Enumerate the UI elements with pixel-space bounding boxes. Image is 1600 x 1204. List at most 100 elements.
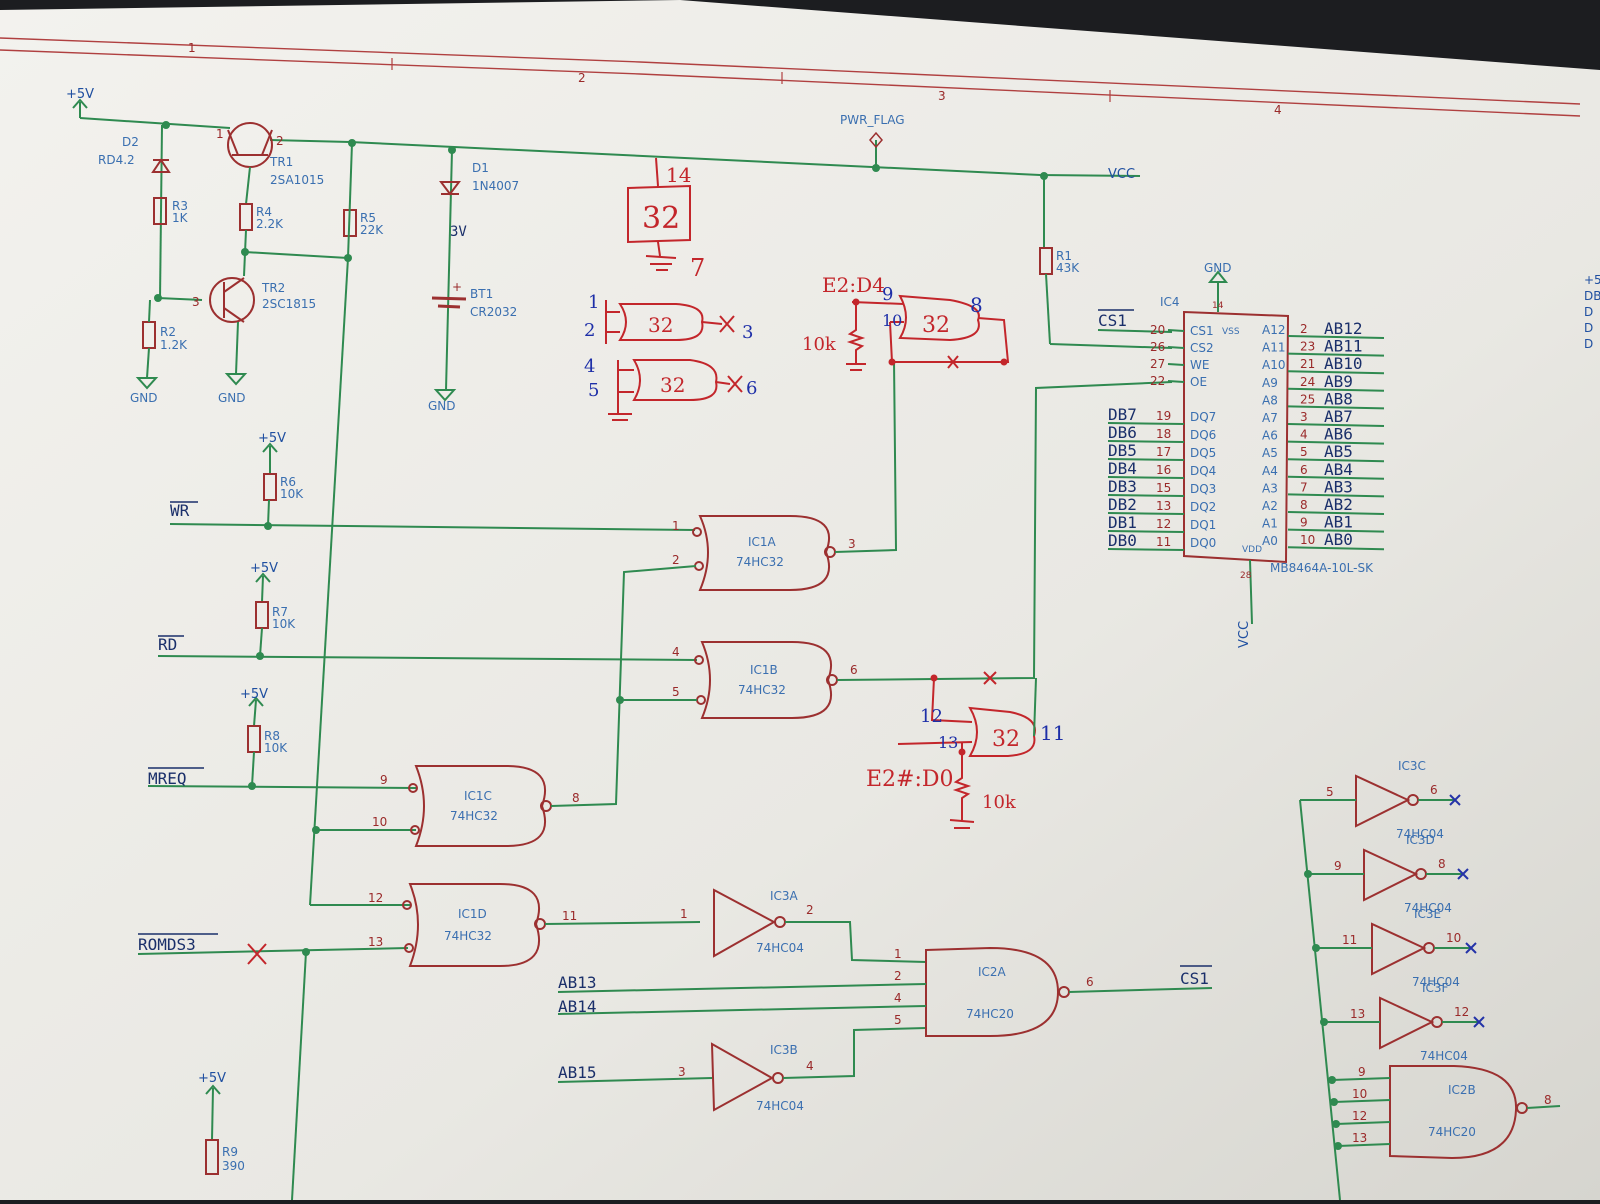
ic4-addr-net: AB7 <box>1324 407 1353 426</box>
ic4-addr-pin-num: 8 <box>1300 498 1308 512</box>
hw-pkg-pin7: 7 <box>690 254 705 282</box>
ic2a-pin1: 1 <box>894 947 902 961</box>
d2-ref: D2 <box>122 135 139 149</box>
ic2a-ref: IC2A <box>978 965 1007 979</box>
ic3b-ref: IC3B <box>770 1043 798 1057</box>
ic4-addr-wire <box>1287 440 1385 445</box>
ic4-addr-net: AB1 <box>1324 513 1353 532</box>
r5-value: 22K <box>360 223 384 237</box>
ic4-data-wire <box>1107 476 1185 479</box>
ic4-addr-pin-num: 7 <box>1300 480 1308 494</box>
r3-ref: R3 <box>172 199 188 213</box>
ic4-data-wire <box>1107 440 1185 443</box>
ic1c-pin8: 8 <box>572 791 580 805</box>
ic4-addr-pin-name: A1 <box>1262 517 1278 531</box>
ic4-ctrl-pin-num: 27 <box>1150 357 1165 371</box>
rd-label: RD <box>158 635 177 654</box>
r1-value: 43K <box>1056 261 1080 275</box>
ic4-data-pin-num: 15 <box>1156 481 1171 495</box>
ic3c-nc-mark <box>1449 794 1461 806</box>
r2-value: 1.2K <box>160 338 188 352</box>
ic4-addr-pin-num: 4 <box>1300 428 1308 442</box>
ic1d-ref: IC1D <box>458 907 487 921</box>
ic1a-type: 74HC32 <box>736 555 784 569</box>
ic4-pin-vss-num: 14 <box>1212 301 1224 311</box>
cs1-in-label: CS1 <box>1098 311 1127 330</box>
ic4-addr-net: AB10 <box>1324 354 1363 373</box>
d1-value: 1N4007 <box>472 179 519 193</box>
ic4-data-pin-num: 11 <box>1156 535 1171 549</box>
ic4-addr-net: AB5 <box>1324 442 1353 461</box>
hw-pin1-a: 1 <box>588 292 599 313</box>
frame-col-1: 1 <box>188 41 196 55</box>
ic4-addr-pin-name: A7 <box>1262 411 1278 425</box>
ic4-data-pin-num: 19 <box>1156 409 1171 423</box>
ic2b-pin13: 13 <box>1352 1131 1367 1145</box>
ic1a-ref: IC1A <box>748 535 777 549</box>
ic3a-type: 74HC04 <box>756 941 804 955</box>
ic4-addr-pin-name: A6 <box>1262 429 1278 443</box>
ic3d-nc-mark <box>1457 868 1469 880</box>
ic4-data-wire <box>1107 458 1185 461</box>
ic3e-pin-out: 10 <box>1446 931 1461 945</box>
ic4-data-net: DB3 <box>1108 477 1137 496</box>
ic4-addr-pin-num: 24 <box>1300 375 1315 389</box>
ic3e-type: 74HC04 <box>1412 975 1460 989</box>
wr-label: WR <box>170 501 190 520</box>
hw-gate-bottom-label: 32 <box>660 373 685 397</box>
bt1-value: CR2032 <box>470 305 517 319</box>
ic4-data-net: DB5 <box>1108 441 1137 460</box>
ic1d-pin13: 13 <box>368 935 383 949</box>
ic3a-pin2: 2 <box>806 903 814 917</box>
ic2a-pin6: 6 <box>1086 975 1094 989</box>
ic4-addr-pin-name: A8 <box>1262 393 1278 407</box>
or-gate-ic1b: IC1B 74HC32 4 5 6 <box>672 641 858 719</box>
ic3d-pin-in: 9 <box>1334 859 1342 873</box>
ic4-data-net: DB6 <box>1108 423 1137 442</box>
ab13-label: AB13 <box>558 973 597 992</box>
ic1b-pin5: 5 <box>672 685 680 699</box>
cs1-out-label: CS1 <box>1180 969 1209 988</box>
ic4-ctrl-pin-wire <box>1167 363 1185 366</box>
svg-text:D: D <box>1584 305 1593 319</box>
r9-ref: R9 <box>222 1145 238 1159</box>
vcc-label: VCC <box>1108 167 1135 182</box>
nand-gate-ic2a: IC2A 74HC20 1 2 4 5 6 AB13 AB14 CS1 <box>557 946 1213 1037</box>
ic4-data-pin-name: DQ5 <box>1190 446 1216 460</box>
hw-pin11-d: 11 <box>1040 721 1065 745</box>
hw-pin4-b: 4 <box>584 356 595 377</box>
ic2b-pin12: 12 <box>1352 1109 1367 1123</box>
ic4-data-wire <box>1107 512 1185 515</box>
ic4-data-net: DB2 <box>1108 495 1137 514</box>
hw-pin2-a: 2 <box>584 320 595 341</box>
hw-pin13-d: 13 <box>938 733 958 752</box>
plus5v-label: +5V <box>66 87 94 102</box>
ic1d-type: 74HC32 <box>444 929 492 943</box>
ic1c-pin9: 9 <box>380 773 388 787</box>
ic4-addr-wire <box>1287 528 1385 533</box>
sram-ic4: IC4 MB8464A-10L-SK GND 14 VSS 28 VDD VCC… <box>1097 261 1385 648</box>
svg-text:D: D <box>1584 337 1593 351</box>
ic3e-nc-mark <box>1465 942 1477 954</box>
ic4-addr-pin-name: A0 <box>1262 534 1278 548</box>
ic2a-pin5: 5 <box>894 1013 902 1027</box>
ic3c-pin-in: 5 <box>1326 785 1334 799</box>
tr1-ref: TR1 <box>269 155 293 169</box>
ic4-data-pin-name: DQ0 <box>1190 536 1216 550</box>
power-supply-section: +5V VCC PWR_FLAG D2 RD4.2 R3 1K R2 1.2K … <box>66 87 1173 906</box>
ic4-value: MB8464A-10L-SK <box>1270 561 1374 575</box>
right-edge-cropped: +5 DB D D D <box>1584 273 1600 351</box>
ic4-data-pin-num: 16 <box>1156 463 1171 477</box>
ic4-data-pin-num: 13 <box>1156 499 1171 513</box>
ic4-data-wire <box>1107 530 1185 533</box>
hw-pin3-a: 3 <box>742 322 753 343</box>
ic4-data-pin-name: DQ4 <box>1190 464 1216 478</box>
d2-value: RD4.2 <box>98 153 135 167</box>
ic4-pin-vss-name: VSS <box>1222 327 1240 337</box>
r4-value: 2.2K <box>256 217 284 231</box>
ic4-data-net: DB4 <box>1108 459 1137 478</box>
plus5v-r9: +5V <box>198 1071 226 1086</box>
